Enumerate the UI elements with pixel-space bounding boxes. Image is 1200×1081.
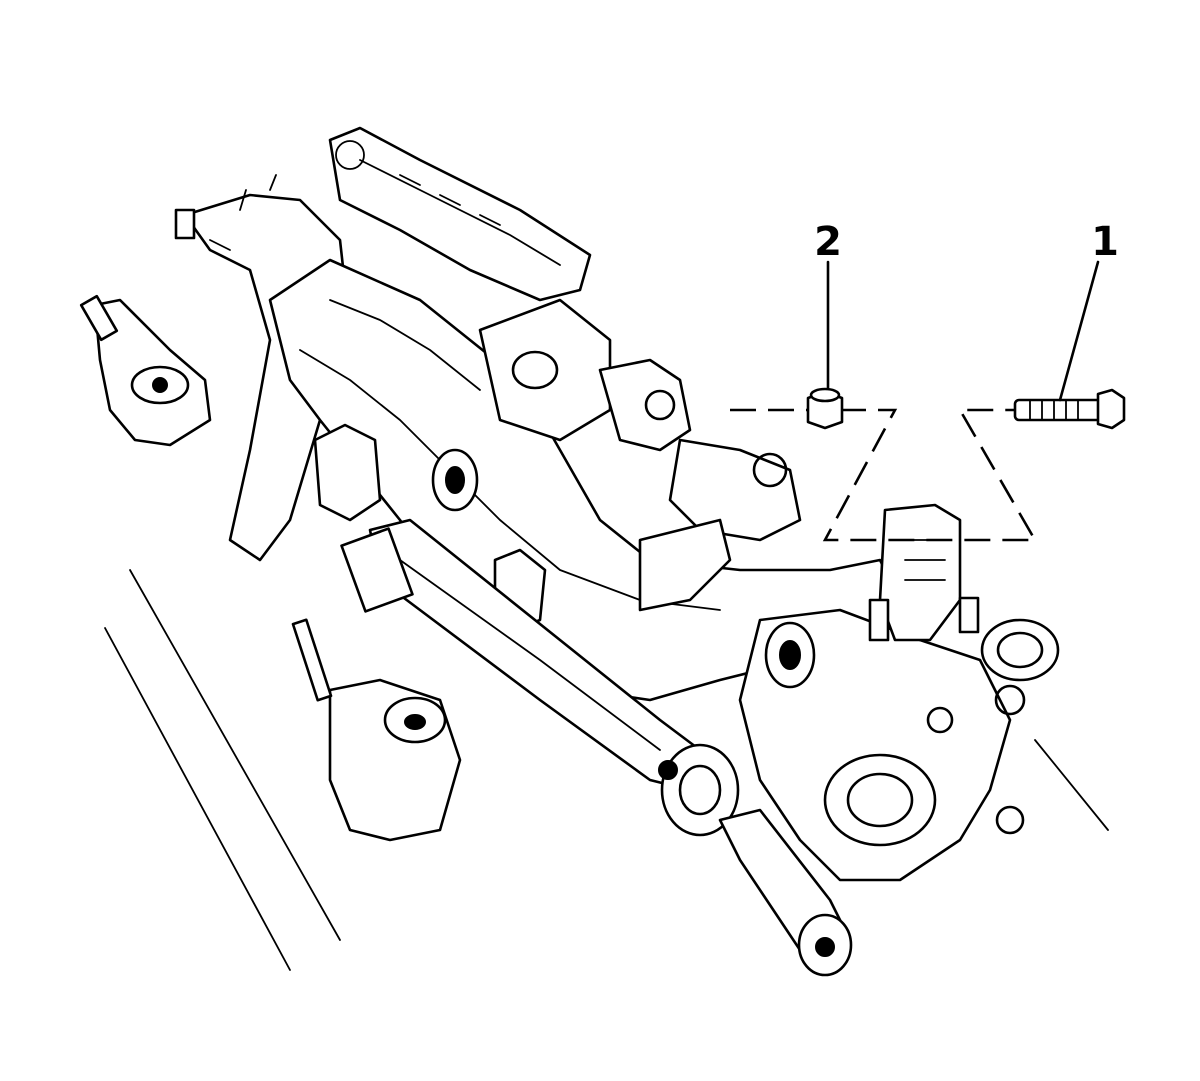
ground-lines (104, 569, 1109, 971)
callout-label-1: 1 (1091, 219, 1119, 265)
rear-knuckle-assembly (738, 608, 1060, 882)
callout-leaders (826, 260, 1100, 402)
bolt-part (1013, 388, 1126, 430)
nut-part (806, 387, 844, 430)
upper-crossmember (328, 126, 592, 302)
installation-guides (730, 408, 1038, 542)
left-mount-bushing (291, 618, 462, 842)
callout-label-2: 2 (814, 219, 842, 265)
rear-lateral-link (718, 808, 853, 977)
differential-bracket (868, 503, 980, 642)
lower-control-arm (340, 518, 740, 837)
center-mount-brackets (478, 298, 802, 612)
